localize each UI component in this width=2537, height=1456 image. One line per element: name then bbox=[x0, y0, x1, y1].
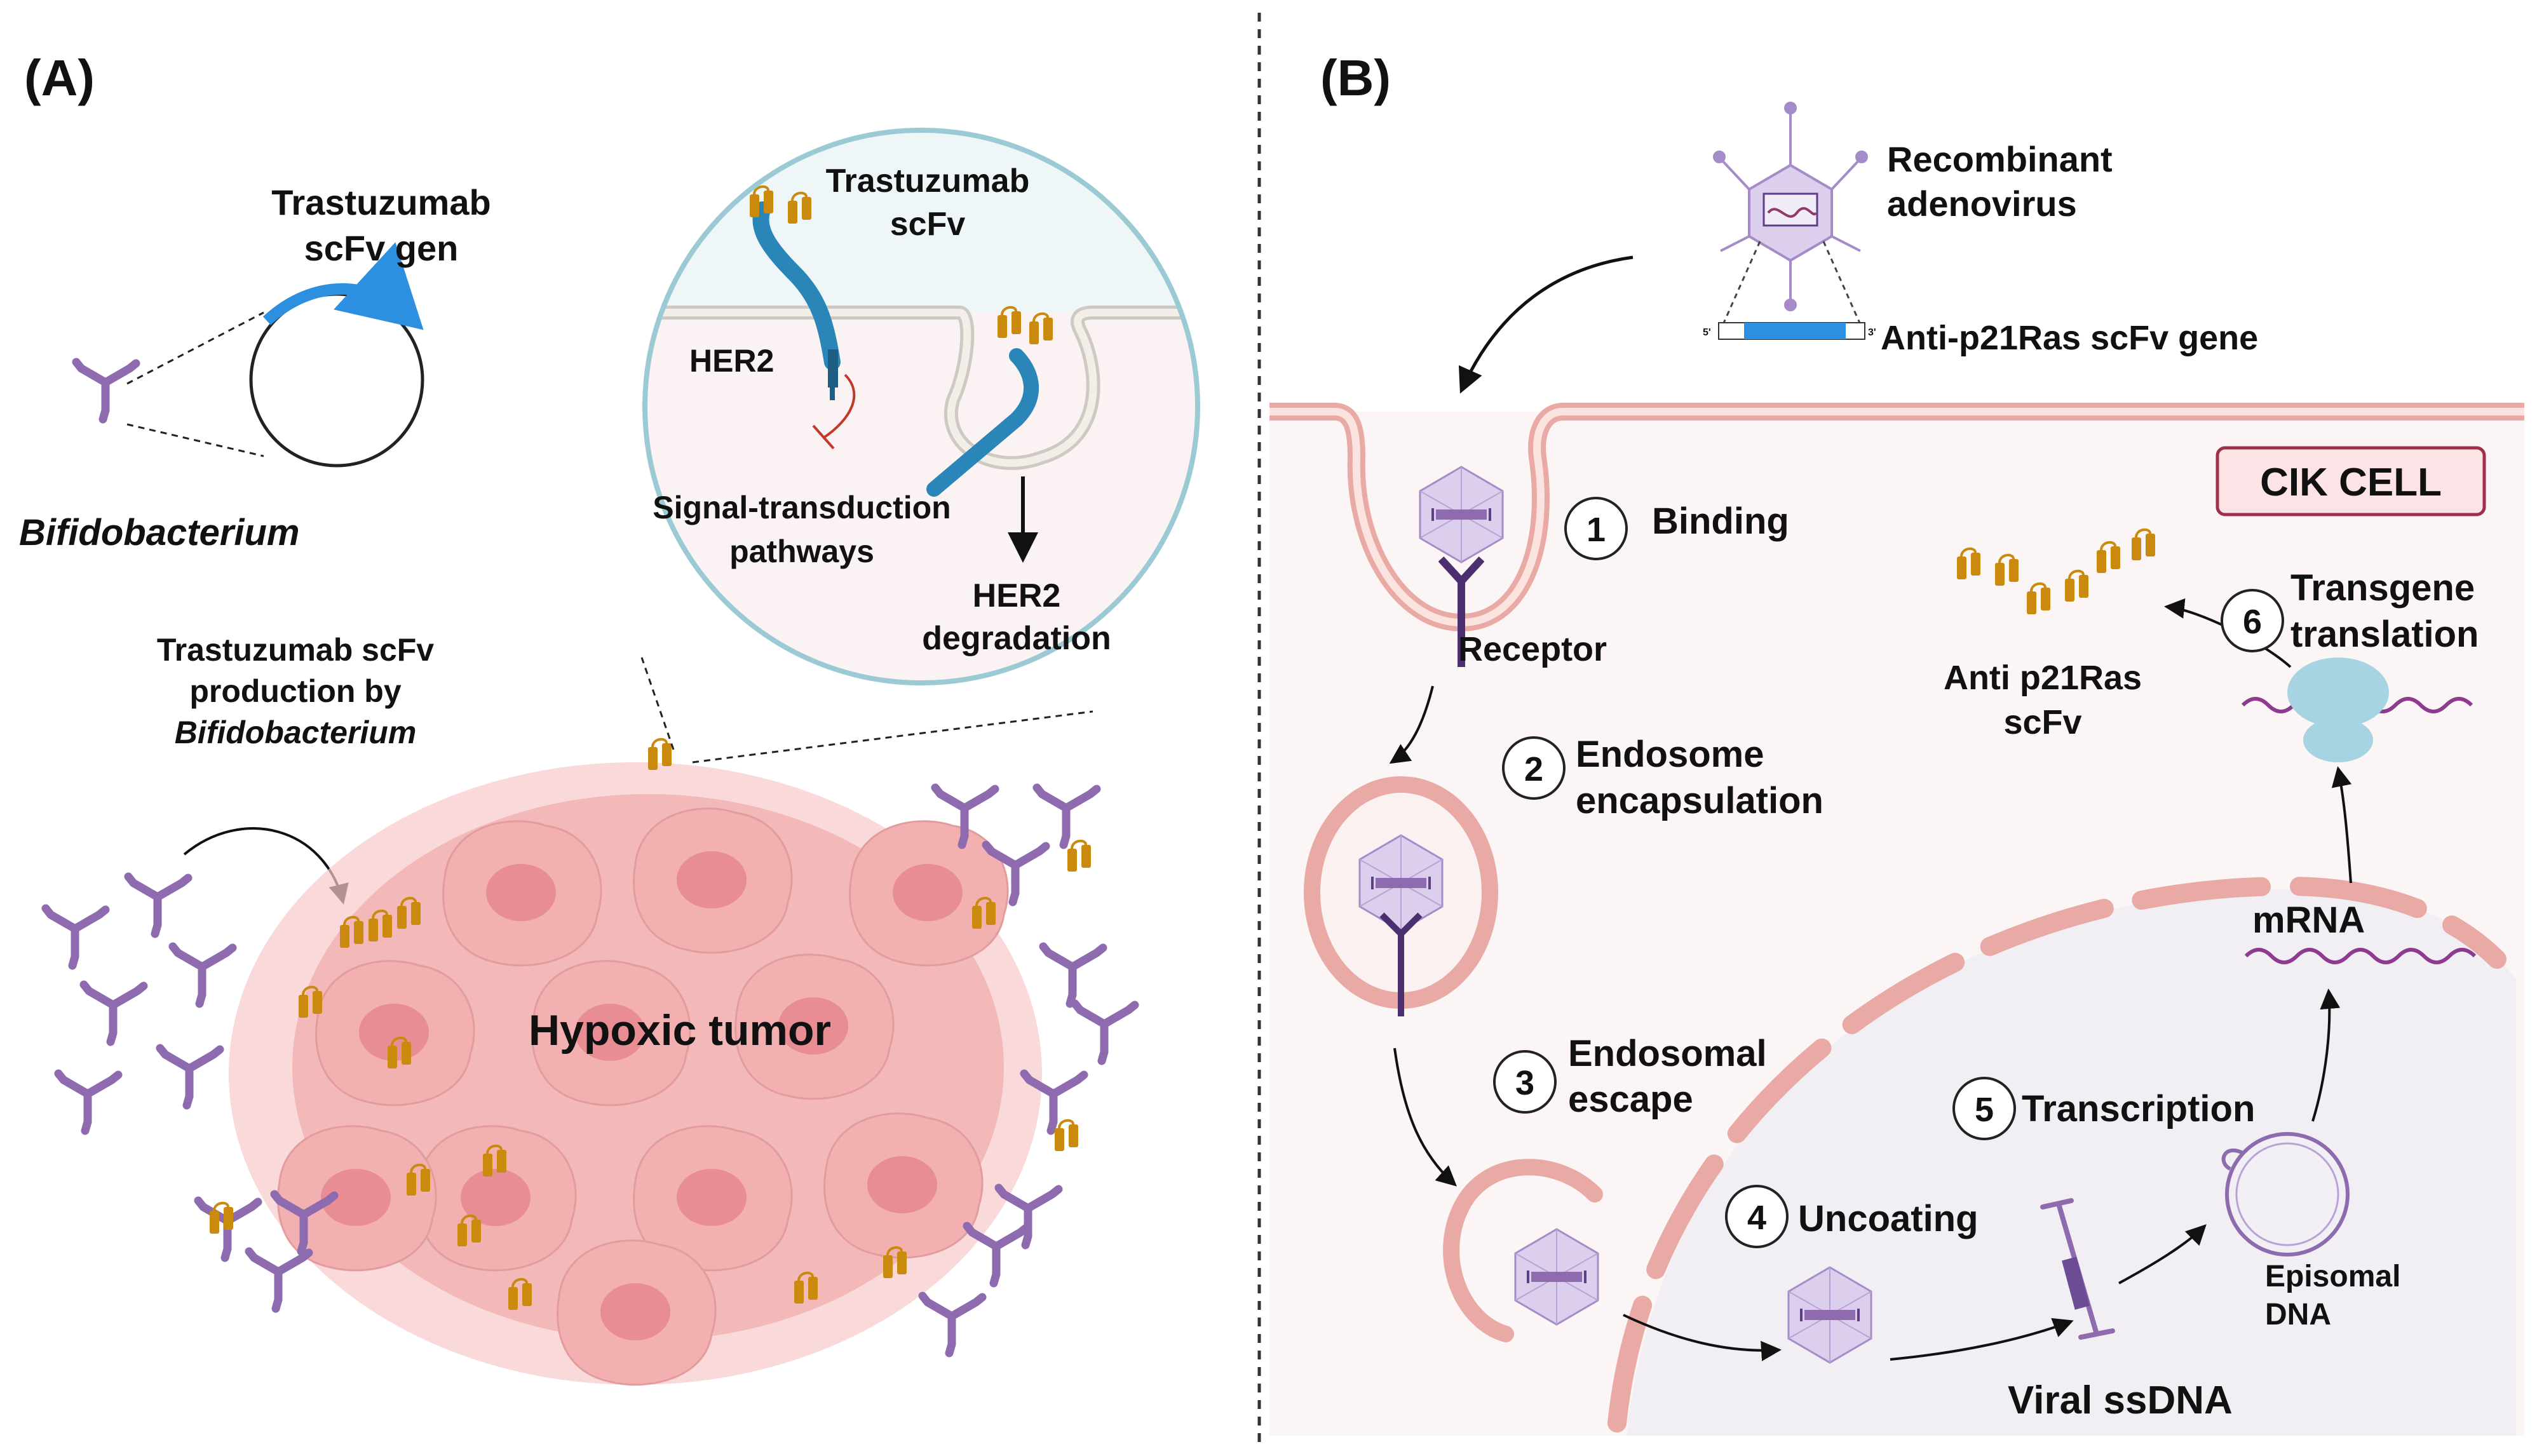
mrna-icon bbox=[2244, 948, 2477, 964]
svg-text:DNA: DNA bbox=[2265, 1298, 2331, 1331]
step-2-label-2: encapsulation bbox=[1576, 780, 1823, 821]
svg-text:pathways: pathways bbox=[729, 534, 874, 569]
receptor-label: Receptor bbox=[1458, 630, 1607, 668]
svg-text:scFv: scFv bbox=[890, 206, 966, 243]
cik-cell-badge: CIK CELL bbox=[2216, 446, 2486, 516]
ssdna-label: Viral ssDNA bbox=[2008, 1378, 2233, 1422]
step-4-label: Uncoating bbox=[1798, 1198, 1979, 1239]
step-6-label-1: Transgene bbox=[2290, 567, 2475, 609]
svg-text:3': 3' bbox=[1868, 327, 1876, 338]
step-1: 1 Binding bbox=[1564, 497, 1789, 560]
inset-degradation-label: HER2 bbox=[973, 577, 1061, 614]
production-label: Trastuzumab scFv bbox=[157, 632, 434, 668]
nuclear-envelope bbox=[1607, 876, 2507, 1432]
step-4: 4 Uncoating bbox=[1725, 1185, 1979, 1248]
svg-text:scFv gen: scFv gen bbox=[304, 228, 459, 268]
episomal-label: Episomal bbox=[2265, 1260, 2400, 1293]
svg-text:Bifidobacterium: Bifidobacterium bbox=[175, 715, 417, 750]
svg-text:1: 1 bbox=[1586, 511, 1606, 549]
step-6-label-2: translation bbox=[2290, 614, 2479, 655]
svg-text:5': 5' bbox=[1703, 327, 1711, 338]
step-5-label: Transcription bbox=[2022, 1088, 2255, 1129]
bacterium-label: Bifidobacterium bbox=[19, 512, 300, 553]
panel-a: (A) Trastuzumab scFv gen Bifidobacterium… bbox=[19, 50, 1200, 1386]
step-2-label-1: Endosome bbox=[1576, 734, 1764, 775]
hypoxic-tumor bbox=[229, 762, 1042, 1386]
panel-a-label: (A) bbox=[24, 50, 95, 106]
panel-b-label: (B) bbox=[1320, 50, 1391, 106]
mrna-label: mRNA bbox=[2252, 900, 2365, 941]
svg-text:3: 3 bbox=[1515, 1064, 1534, 1102]
svg-text:adenovirus: adenovirus bbox=[1887, 184, 2077, 224]
step-1-label: Binding bbox=[1652, 501, 1789, 542]
svg-text:scFv: scFv bbox=[2003, 703, 2081, 741]
inset-her2-label: HER2 bbox=[689, 343, 774, 379]
svg-text:production by: production by bbox=[189, 673, 401, 709]
svg-text:5: 5 bbox=[1975, 1091, 1994, 1129]
svg-text:4: 4 bbox=[1747, 1199, 1766, 1237]
svg-text:2: 2 bbox=[1524, 750, 1543, 788]
gene-label: Anti-p21Ras scFv gene bbox=[1881, 319, 2258, 357]
plasmid-title: Trastuzumab bbox=[271, 182, 490, 222]
transgene-cassette: 5' 3' bbox=[1703, 322, 1876, 340]
tumor-label: Hypoxic tumor bbox=[529, 1006, 831, 1055]
inset-scfv-label: Trastuzumab bbox=[826, 163, 1030, 199]
step-5: 5 Transcription bbox=[1952, 1077, 2255, 1140]
anti-p21ras-label: Anti p21Ras bbox=[1944, 659, 2142, 697]
svg-text:6: 6 bbox=[2243, 603, 2262, 641]
episomal-dna-icon bbox=[2225, 1132, 2350, 1257]
step-2: 2 Endosome encapsulation bbox=[1502, 734, 1823, 821]
panel-b: (B) 5' 3' Recombi bbox=[1269, 50, 2524, 1436]
adenovirus-label: Recombinant bbox=[1887, 139, 2113, 179]
adenovirus-icon bbox=[1713, 102, 1868, 311]
inset-signal-label: Signal-transduction bbox=[653, 490, 951, 525]
step-3: 3 Endosomal escape bbox=[1493, 1033, 1767, 1120]
gene-arrow-icon bbox=[262, 242, 424, 330]
ribosome-icon bbox=[2241, 657, 2473, 762]
svg-text:degradation: degradation bbox=[922, 620, 1111, 657]
plasmid-icon bbox=[249, 292, 424, 468]
step-3-label-2: escape bbox=[1568, 1079, 1693, 1120]
svg-text:CIK CELL: CIK CELL bbox=[2260, 461, 2442, 504]
step-3-label-1: Endosomal bbox=[1568, 1033, 1767, 1074]
broken-endosome-icon bbox=[1443, 1159, 1603, 1342]
bacterium-icon bbox=[76, 362, 136, 419]
viral-ssdna-icon bbox=[2040, 1198, 2115, 1340]
step-6: 6 Transgene translation bbox=[2221, 567, 2479, 655]
